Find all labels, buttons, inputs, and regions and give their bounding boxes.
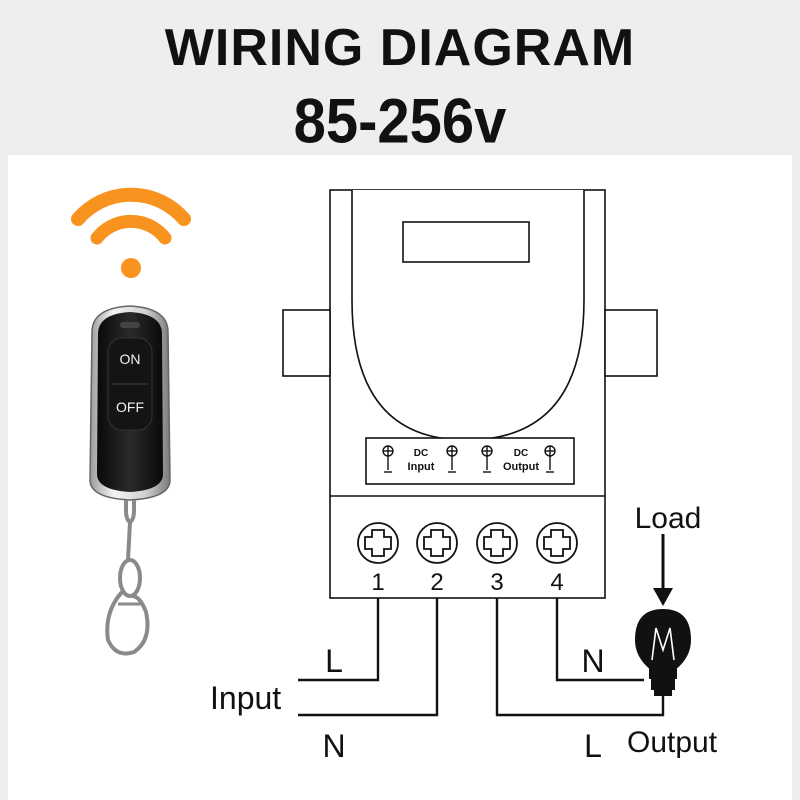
output-l-label: L [584, 728, 602, 764]
light-bulb-icon [634, 608, 692, 696]
terminal-3-screw-icon [476, 522, 518, 564]
key-ring-icon [105, 500, 150, 656]
dc-output-top-label: DC [514, 448, 528, 459]
terminal-4-number: 4 [550, 569, 563, 596]
remote-on-button: ON [120, 351, 141, 367]
dc-label-strip [365, 437, 575, 485]
wireless-signal-icon [71, 187, 191, 278]
load-label: Load [635, 502, 702, 535]
voltage-label: 85-256v [293, 86, 507, 157]
diagram-title: WIRING DIAGRAM [164, 19, 636, 77]
output-n-wire [555, 598, 644, 682]
terminal-screws [357, 522, 578, 564]
relay-module [282, 189, 658, 599]
output-label: Output [627, 726, 718, 759]
terminal-1-screw-icon [357, 522, 399, 564]
mounting-ear-left [282, 309, 331, 377]
terminal-4-screw-icon [536, 522, 578, 564]
remote-off-button: OFF [116, 399, 144, 415]
input-l-label: L [325, 643, 343, 679]
load-arrow-icon [653, 534, 673, 606]
terminal-1-number: 1 [371, 569, 384, 596]
input-n-label: N [322, 728, 345, 764]
dc-output-label: Output [503, 461, 539, 473]
input-n-wire [298, 598, 439, 717]
output-l-wire [495, 598, 665, 717]
remote-control: ON OFF [89, 305, 171, 656]
dc-input-top-label: DC [414, 448, 428, 459]
mounting-ear-right [604, 309, 658, 377]
input-label: Input [210, 680, 281, 716]
output-n-label: N [581, 643, 604, 679]
terminal-2-screw-icon [416, 522, 458, 564]
terminal-3-number: 3 [490, 569, 503, 596]
display-window [402, 221, 530, 263]
input-l-wire [298, 598, 380, 682]
terminal-2-number: 2 [430, 569, 443, 596]
dc-input-label: Input [408, 461, 435, 473]
dc-polarity-symbols [382, 445, 556, 473]
wires [298, 598, 665, 717]
